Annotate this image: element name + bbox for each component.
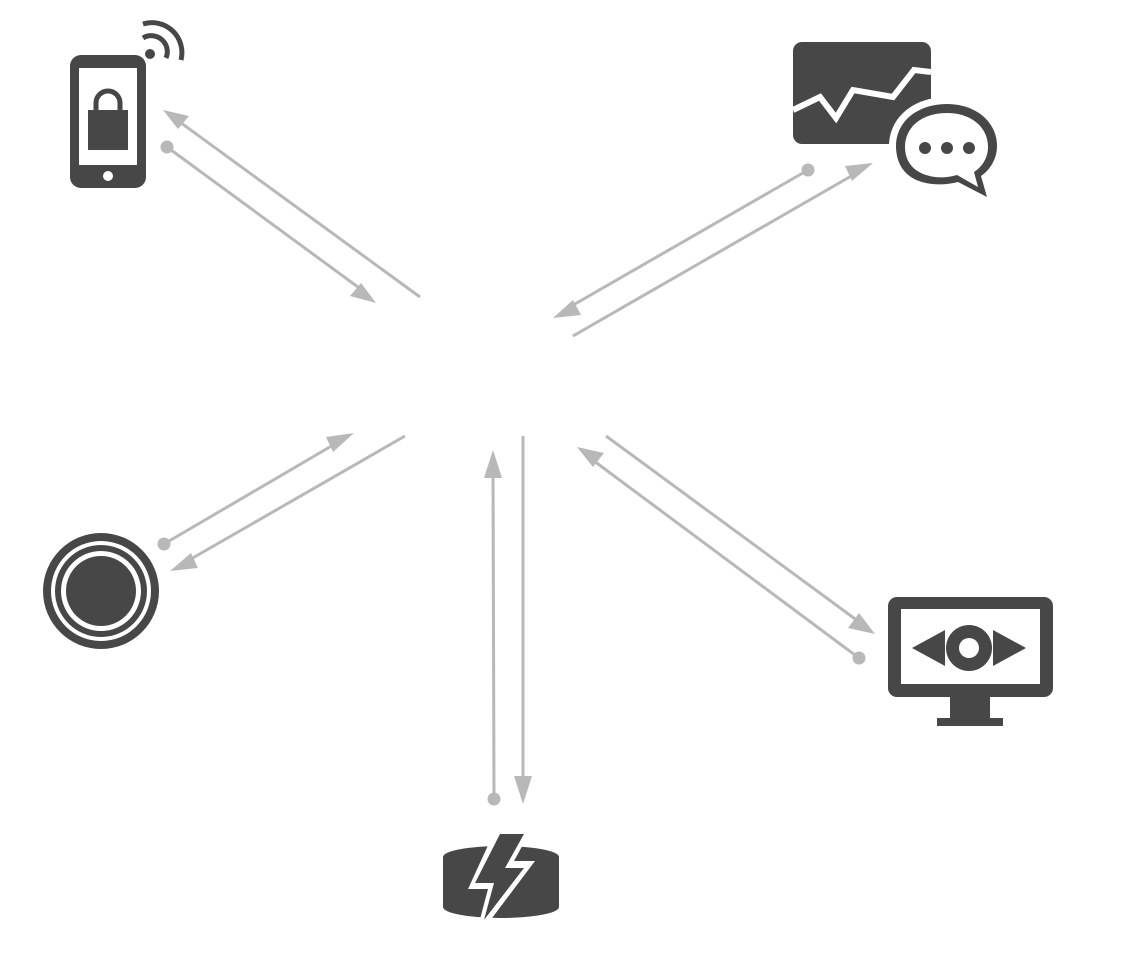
arrow-to-center bbox=[589, 456, 860, 660]
connector-dot bbox=[160, 140, 174, 154]
monitor-eye-icon bbox=[888, 597, 1053, 726]
arrowhead bbox=[484, 450, 502, 478]
connector-button bbox=[157, 433, 406, 571]
smartphone-lock-wifi-icon bbox=[70, 20, 185, 188]
arrow-from-center bbox=[183, 434, 406, 565]
connector-mobile-lock bbox=[160, 110, 421, 303]
arrow-from-center bbox=[605, 434, 863, 626]
arrowhead bbox=[848, 613, 875, 634]
arrowhead bbox=[170, 553, 198, 571]
arrow-from-center bbox=[572, 169, 861, 338]
arrow-to-center bbox=[163, 439, 341, 546]
connector-dot bbox=[852, 651, 866, 665]
connector-lightning-storage bbox=[484, 436, 532, 806]
connector-monitor-eye bbox=[577, 434, 875, 665]
arrowhead bbox=[514, 776, 532, 804]
arrow-to-center bbox=[166, 145, 363, 292]
connector-dot bbox=[157, 537, 171, 551]
arrow-to-center bbox=[491, 465, 496, 800]
arrowhead bbox=[350, 283, 376, 303]
arrowhead bbox=[326, 433, 354, 452]
arrowhead bbox=[845, 163, 873, 181]
arrowhead bbox=[163, 110, 189, 129]
connector-analytics-chat bbox=[553, 163, 873, 338]
arrowhead bbox=[553, 300, 581, 318]
connector-dot bbox=[487, 792, 501, 806]
arrowhead bbox=[577, 447, 604, 467]
arrow-from-center bbox=[176, 118, 421, 299]
lightning-database-icon bbox=[443, 828, 559, 942]
arrow-to-center bbox=[567, 168, 809, 310]
chart-chat-bubble-icon bbox=[791, 42, 1004, 205]
connector-dot bbox=[801, 163, 815, 177]
circular-button-icon bbox=[43, 533, 159, 649]
